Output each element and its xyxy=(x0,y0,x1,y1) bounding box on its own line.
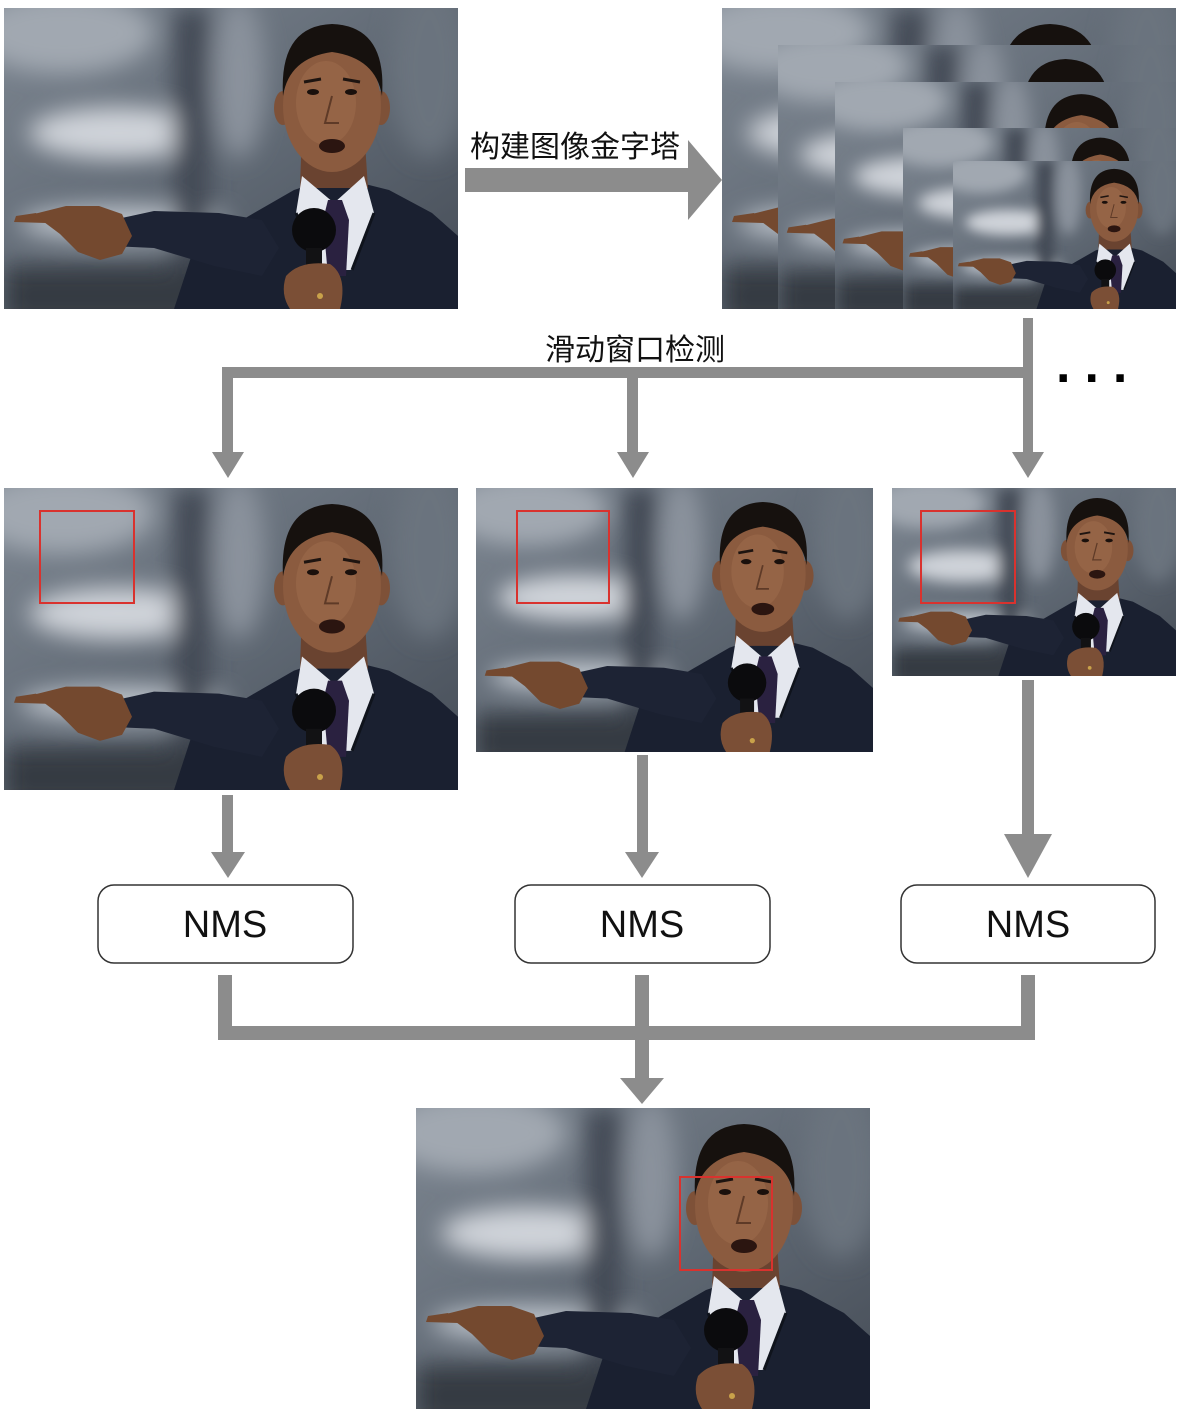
to-nms-arrow-2 xyxy=(625,755,659,878)
sliding-window-box-3 xyxy=(920,510,1016,604)
detection-scale-3-image xyxy=(873,469,1182,686)
final-detection-image xyxy=(386,1078,881,1418)
nms-box-2: NMS xyxy=(514,884,771,964)
to-nms-arrow-1 xyxy=(211,795,245,878)
sliding-window-box-1 xyxy=(39,510,135,604)
nms-label-3: NMS xyxy=(986,904,1070,946)
detection-scale-2-image xyxy=(450,462,883,767)
nms-label-1: NMS xyxy=(183,904,267,946)
nms-box-1: NMS xyxy=(97,884,354,964)
final-face-box xyxy=(679,1176,773,1271)
sliding-window-branch-arrows xyxy=(212,318,1044,478)
original-image xyxy=(0,0,469,326)
pyramid-level-5 xyxy=(938,146,1181,317)
sliding-window-box-2 xyxy=(516,510,610,604)
pyramid-label: 构建图像金字塔 xyxy=(470,130,680,165)
merge-arrows xyxy=(218,975,1035,1104)
sliding-window-label: 滑动窗口检测 xyxy=(545,333,725,368)
to-nms-arrow-3 xyxy=(1004,680,1052,878)
image-pyramid xyxy=(692,0,1182,326)
nms-box-3: NMS xyxy=(900,884,1156,964)
pyramid-arrow xyxy=(465,140,722,220)
ellipsis: ... xyxy=(1056,336,1141,394)
nms-label-2: NMS xyxy=(600,904,684,946)
